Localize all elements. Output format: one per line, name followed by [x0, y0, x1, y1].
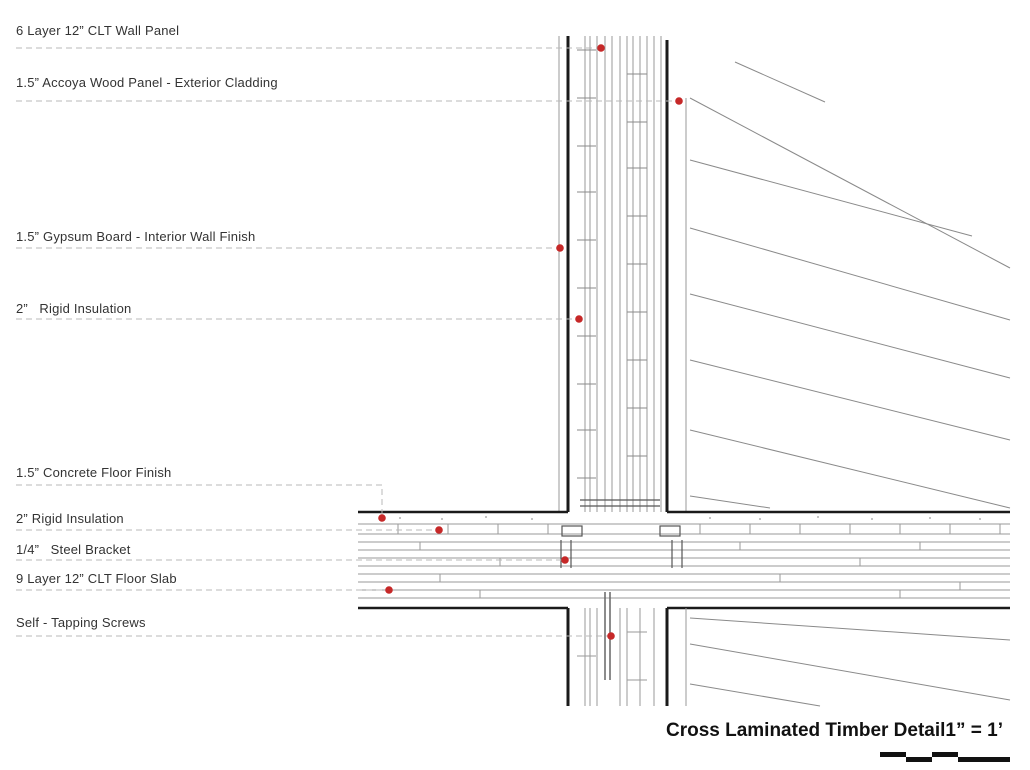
label-rigid-insulation-wall: 2” Rigid Insulation — [16, 301, 131, 316]
label-steel-bracket: 1/4” Steel Bracket — [16, 542, 131, 557]
label-clt-floor-slab: 9 Layer 12” CLT Floor Slab — [16, 571, 177, 586]
markers — [378, 44, 683, 640]
leader-lines — [16, 47, 678, 637]
label-gypsum-board: 1.5” Gypsum Board - Interior Wall Finish — [16, 229, 255, 244]
label-rigid-insulation-floor: 2” Rigid Insulation — [16, 511, 124, 526]
callout-labels: 6 Layer 12” CLT Wall Panel 1.5” Accoya W… — [16, 23, 278, 630]
marker-rigid-insulation-floor — [435, 526, 443, 534]
lower-wall — [566, 592, 687, 706]
marker-steel-bracket — [561, 556, 569, 564]
label-clt-wall-panel: 6 Layer 12” CLT Wall Panel — [16, 23, 179, 38]
marker-clt-wall-panel — [597, 44, 605, 52]
label-concrete-floor: 1.5” Concrete Floor Finish — [16, 465, 171, 480]
label-screws: Self - Tapping Screws — [16, 615, 146, 630]
marker-gypsum-board — [556, 244, 564, 252]
marker-screws — [607, 632, 615, 640]
wall-floor-junction — [560, 499, 683, 568]
upper-wall — [558, 36, 687, 512]
cladding-hatch — [689, 61, 1011, 707]
label-accoya-panel: 1.5” Accoya Wood Panel - Exterior Claddi… — [16, 75, 278, 90]
scale-bar — [880, 752, 1010, 762]
marker-accoya-panel — [675, 97, 683, 105]
marker-clt-floor-slab — [385, 586, 393, 594]
marker-concrete-floor — [378, 514, 386, 522]
floor-assembly — [358, 510, 1010, 610]
drawing-title: Cross Laminated Timber Detail1” = 1’ — [666, 720, 1003, 741]
marker-rigid-insulation-wall — [575, 315, 583, 323]
